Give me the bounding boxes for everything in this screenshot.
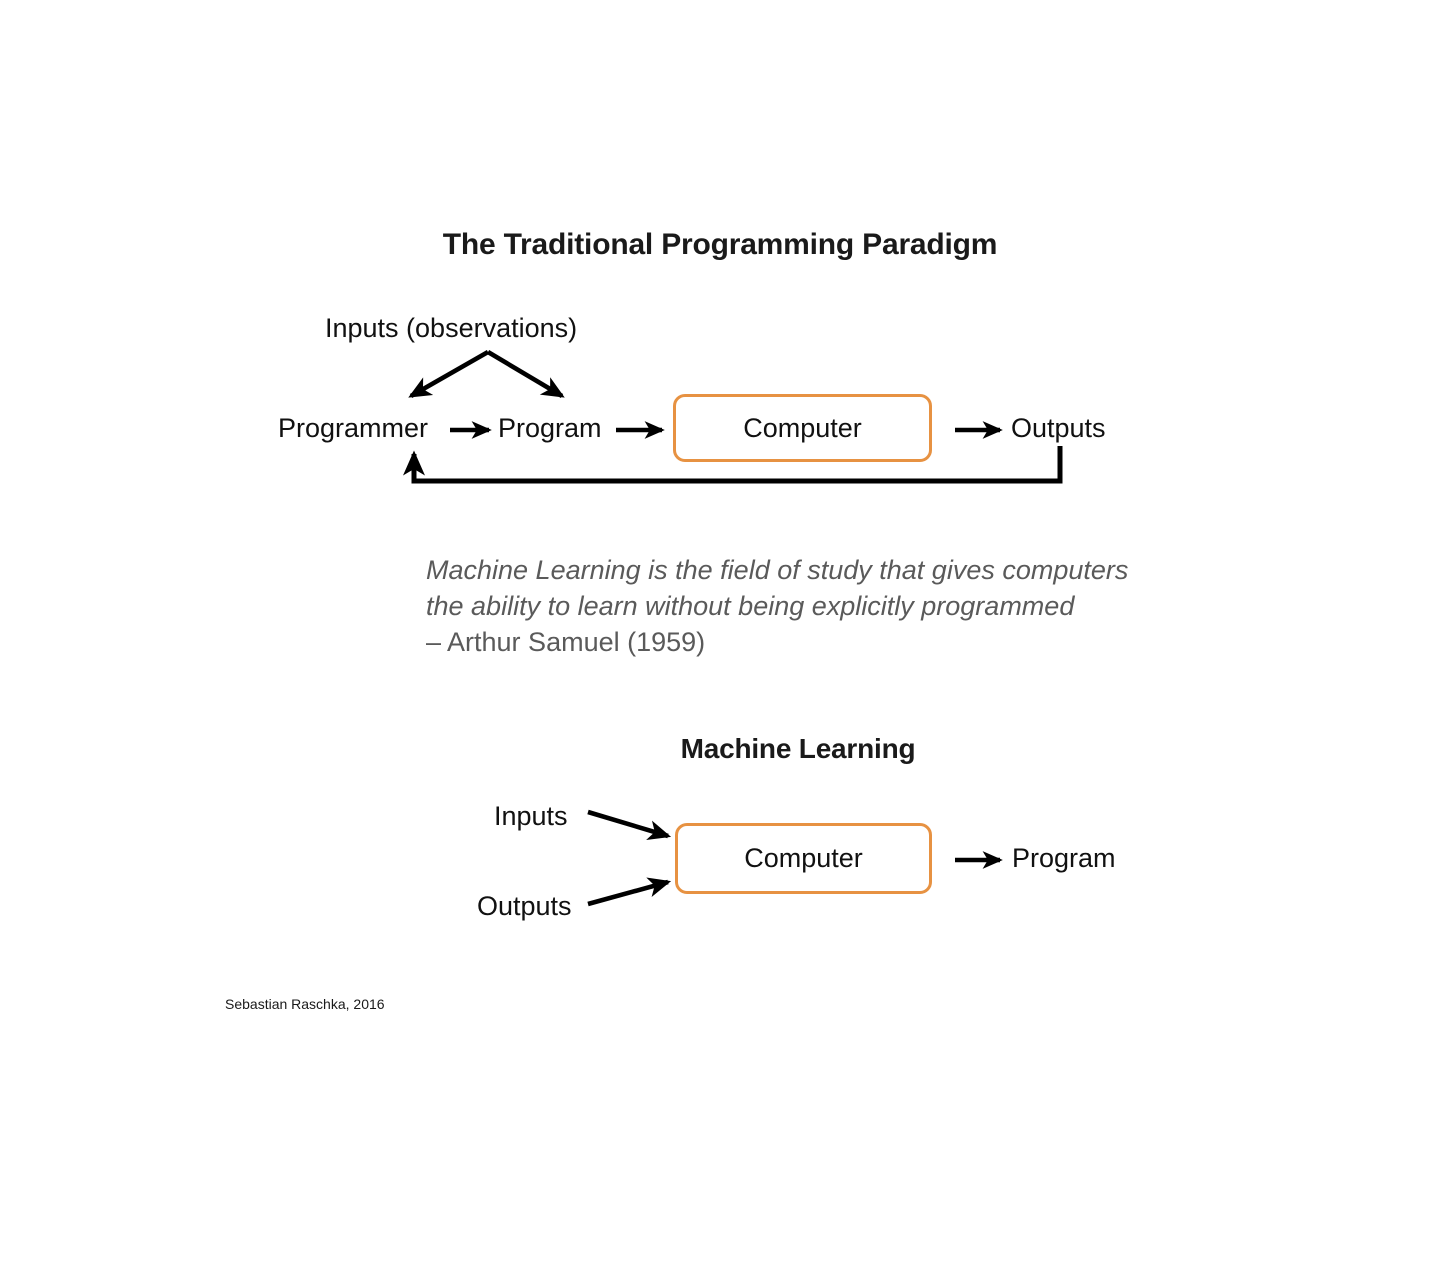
quote-line-1: Machine Learning is the field of study t… bbox=[426, 555, 1129, 585]
quote-line-2: the ability to learn without being expli… bbox=[426, 591, 1075, 621]
arrow-inputs-to-computer-ml bbox=[587, 809, 672, 841]
node-inputs-observations: Inputs (observations) bbox=[325, 313, 578, 343]
arrow-inputs-to-program bbox=[486, 350, 565, 398]
arthur-samuel-quote: Machine Learning is the field of study t… bbox=[426, 552, 1186, 660]
node-outputs-ml: Outputs bbox=[477, 891, 572, 921]
node-outputs-traditional: Outputs bbox=[1011, 413, 1106, 443]
traditional-paradigm-title: The Traditional Programming Paradigm bbox=[442, 228, 998, 261]
computer-box-traditional: Computer bbox=[673, 394, 932, 462]
node-program: Program bbox=[498, 413, 602, 443]
arrow-inputs-to-programmer bbox=[408, 350, 490, 398]
computer-box-ml-label: Computer bbox=[744, 843, 863, 873]
node-inputs-ml: Inputs bbox=[494, 801, 568, 831]
computer-box-ml: Computer bbox=[675, 823, 932, 894]
machine-learning-title: Machine Learning bbox=[680, 733, 916, 764]
node-program-ml: Program bbox=[1012, 843, 1116, 873]
node-programmer: Programmer bbox=[278, 413, 429, 443]
arrow-outputs-to-computer-ml bbox=[587, 877, 672, 907]
computer-box-traditional-label: Computer bbox=[743, 412, 862, 443]
quote-attribution: – Arthur Samuel (1959) bbox=[426, 627, 706, 657]
author-credit: Sebastian Raschka, 2016 bbox=[225, 996, 385, 1012]
